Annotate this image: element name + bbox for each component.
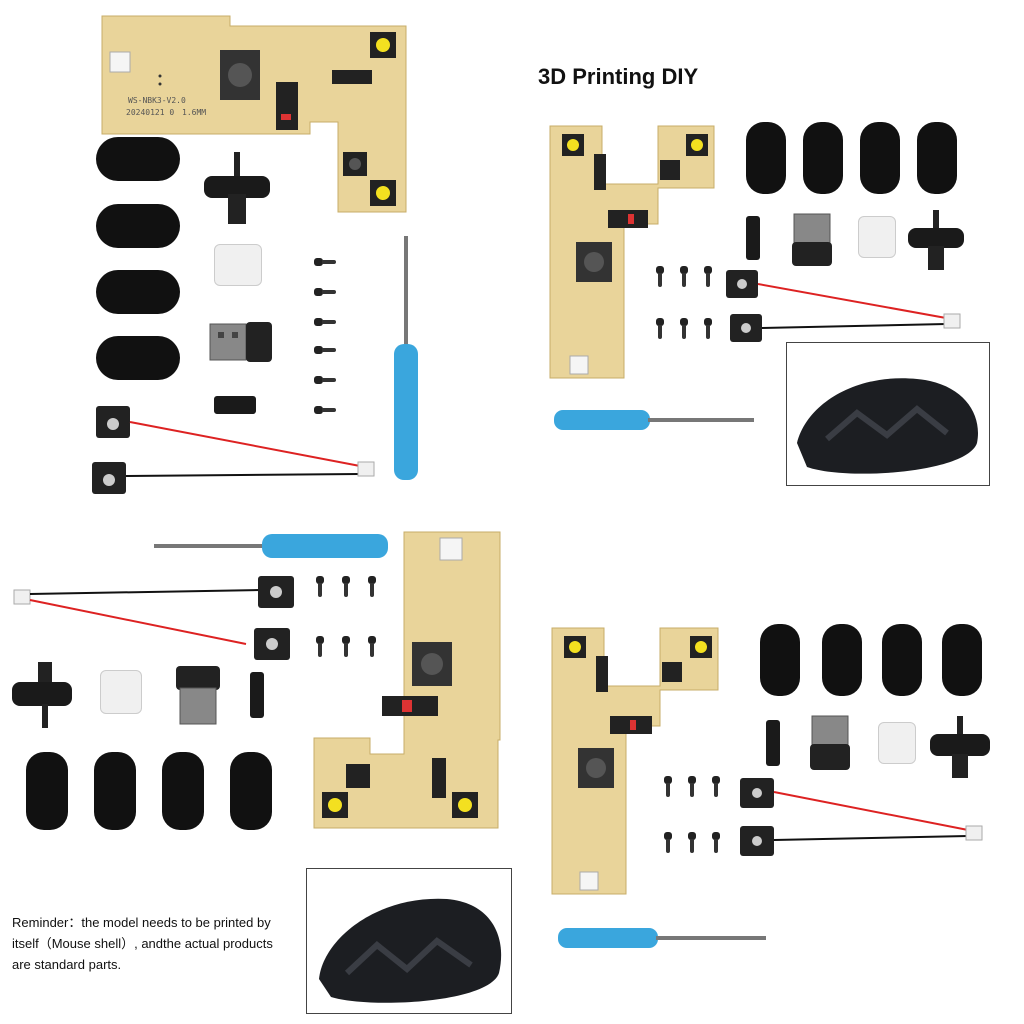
screw-icon [314,258,336,266]
pcb-board [549,125,715,379]
scroll-wheel-icon [908,210,964,270]
mouse-shell-icon [797,378,979,474]
skate-pad-icon [96,204,180,248]
skate-pad-icon [917,122,957,194]
screw-icon [704,318,712,340]
skate-pad-icon [942,624,982,696]
screw-icon [368,636,376,658]
screw-icon [368,576,376,598]
screw-icon [656,266,664,288]
mouse-shell-icon [319,898,502,1003]
screw-icon [314,406,336,414]
usb-receiver-icon [810,715,850,770]
screwdriver-icon [554,410,754,430]
screw-icon [314,288,336,296]
side-switch-icon [746,216,760,260]
skate-pad-icon [822,624,862,696]
skate-pad-icon [882,624,922,696]
reminder-line-3: are standard parts. [12,957,122,972]
scroll-wheel-icon [12,662,72,728]
reminder-line-2: itself（Mouse shell）, andthe actual produ… [12,936,273,951]
wired-switch-assembly [726,270,961,342]
screw-icon [314,318,336,326]
screw-icon [704,266,712,288]
screw-icon [316,636,324,658]
skate-pad-icon [760,624,800,696]
pcb-board [313,531,501,829]
encoder-clip-icon [878,722,916,764]
reminder-line-1: Reminder：the model needs to be printed b… [12,915,271,930]
wired-switch-assembly [92,406,375,494]
reminder-note: Reminder：the model needs to be printed b… [12,912,302,975]
pcb-board [101,15,407,213]
scroll-wheel-icon [930,716,990,778]
screwdriver-icon [394,236,418,480]
skate-pad-icon [162,752,204,830]
screw-icon [664,776,672,798]
screw-icon [656,318,664,340]
screw-icon [712,832,720,854]
skate-pad-icon [860,122,900,194]
scroll-wheel-icon [204,152,270,224]
page-title: 3D Printing DIY [538,64,699,89]
mouse-shell-photo [306,868,512,1014]
screw-icon [680,266,688,288]
skate-pad-icon [26,752,68,830]
screw-icon [314,376,336,384]
skate-pad-icon [96,336,180,380]
screw-icon [688,776,696,798]
usb-receiver-icon [792,213,832,266]
screwdriver-icon [154,534,388,558]
screw-icon [342,636,350,658]
usb-receiver-icon [176,666,220,725]
pcb-thickness-label: 1.6MM [182,108,207,117]
screw-icon [314,346,336,354]
skate-pad-icon [230,752,272,830]
encoder-clip-icon [100,670,142,714]
encoder-clip-icon [858,216,896,258]
side-switch-icon [214,396,256,414]
skate-pad-icon [96,137,180,181]
pcb-board [551,627,719,895]
side-switch-icon [766,720,780,766]
screwdriver-icon [558,928,766,948]
screw-icon [688,832,696,854]
skate-pad-icon [803,122,843,194]
wired-switch-assembly [13,576,294,660]
skate-pad-icon [746,122,786,194]
skate-pad-icon [96,270,180,314]
usb-receiver-icon [209,322,272,362]
screw-icon [664,832,672,854]
side-switch-icon [250,672,264,718]
skate-pad-icon [94,752,136,830]
pcb-date-label: 20240121 0 [126,108,175,117]
pcb-model-label: WS-NBK3-V2.0 [128,96,186,105]
screw-icon [316,576,324,598]
wired-switch-assembly [740,778,983,856]
screw-icon [680,318,688,340]
mouse-shell-photo [786,342,990,486]
encoder-clip-icon [214,244,262,286]
screw-icon [342,576,350,598]
screw-icon [712,776,720,798]
